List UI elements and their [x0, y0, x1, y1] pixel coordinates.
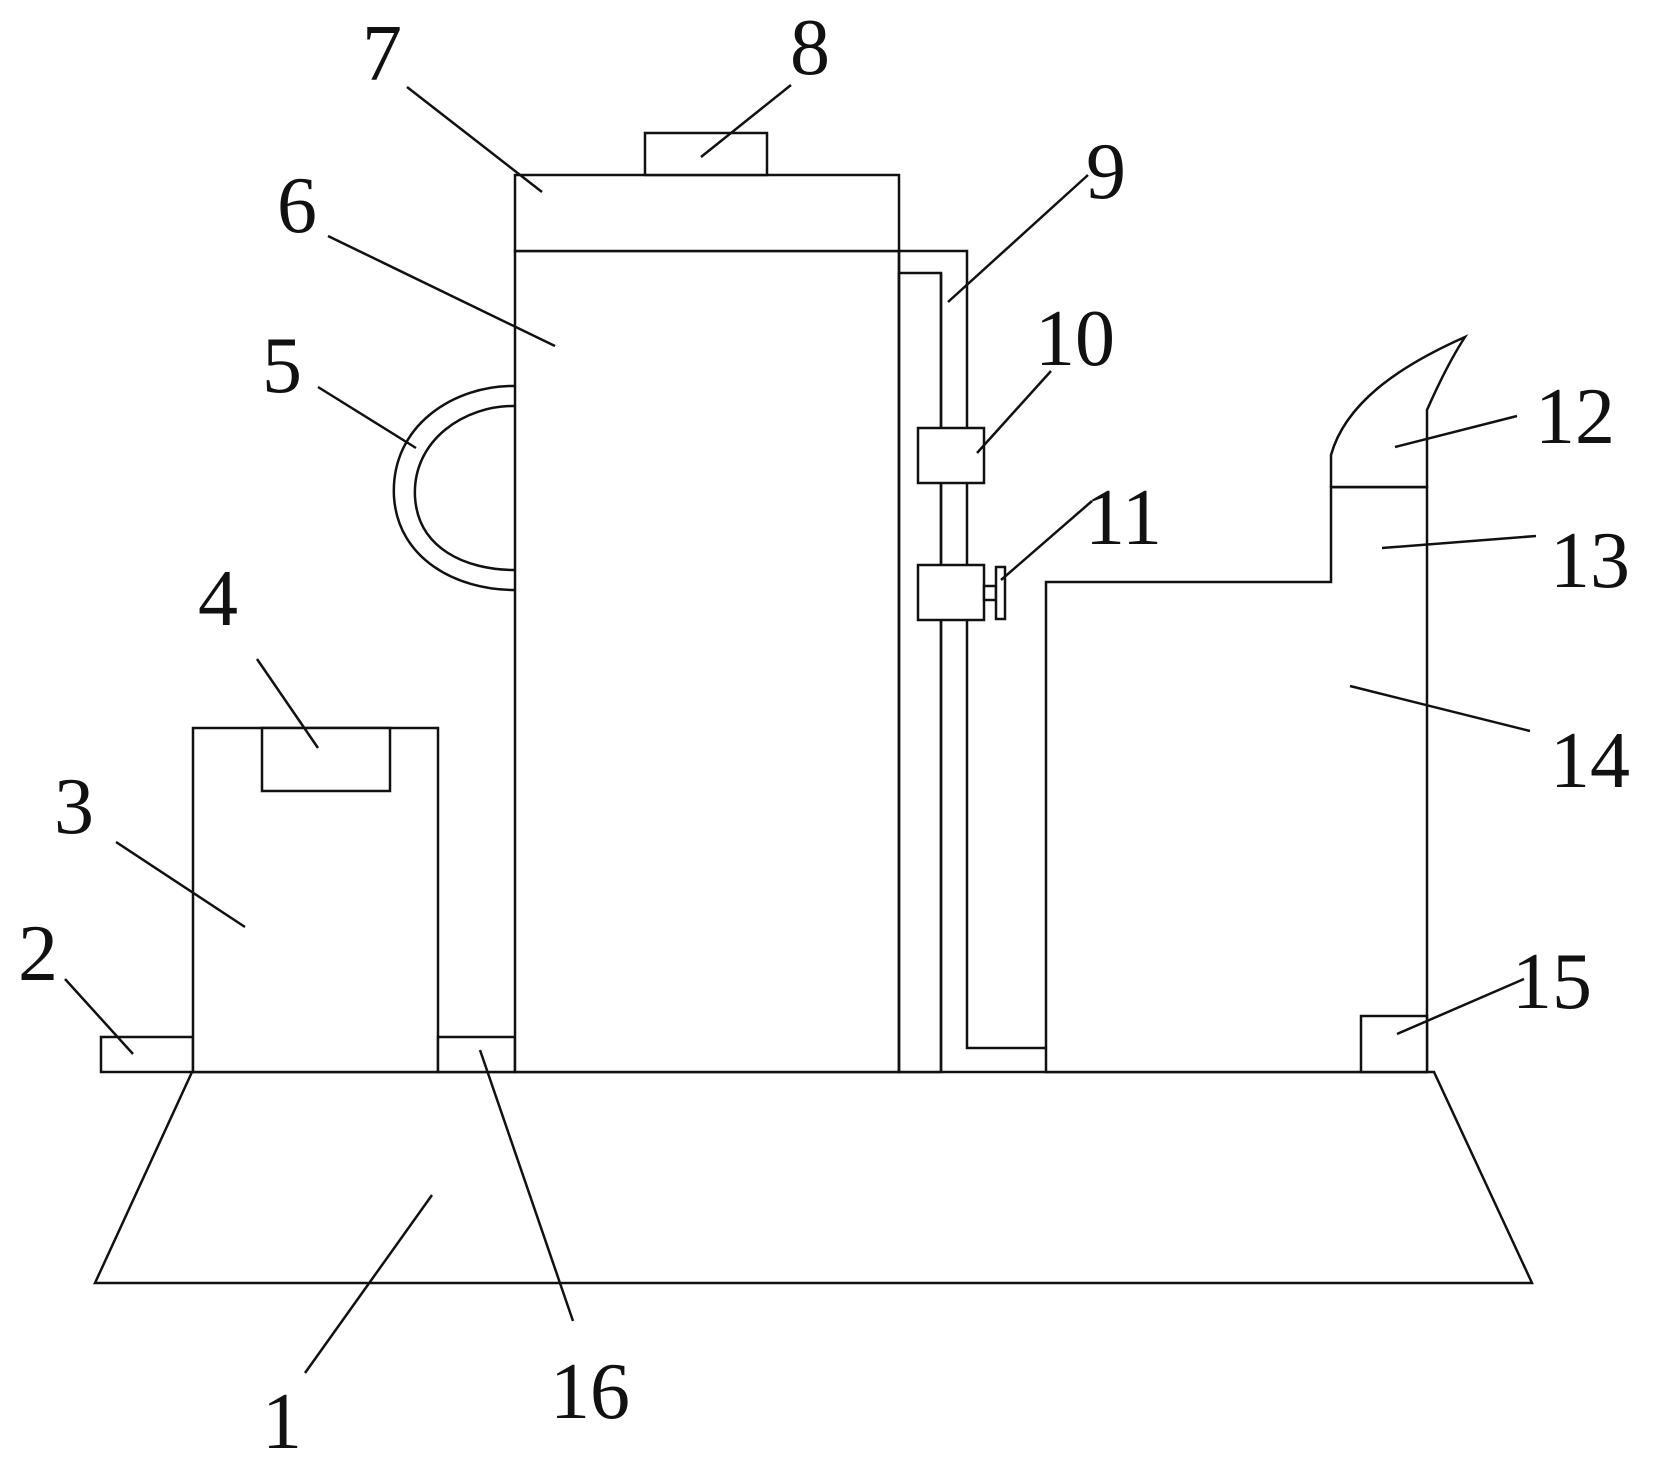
- label-9: 9: [1086, 128, 1126, 216]
- lid-part-7: [513, 173, 901, 253]
- handle-inner-line: [413, 404, 516, 572]
- label-7: 7: [362, 10, 402, 98]
- label-10: 10: [1035, 295, 1115, 383]
- leader-7: [406, 86, 543, 193]
- valve-part-11: [916, 563, 986, 622]
- leader-13: [1381, 534, 1537, 550]
- label-4: 4: [198, 555, 238, 643]
- label-2: 2: [18, 910, 58, 998]
- inner-plate: [897, 271, 943, 1074]
- leader-8: [700, 84, 792, 158]
- label-11: 11: [1085, 474, 1162, 562]
- base-part-1: [93, 1070, 1534, 1285]
- handle-part-5: [392, 384, 516, 592]
- leader-12: [1394, 414, 1518, 449]
- label-13: 13: [1550, 517, 1630, 605]
- leader-1: [303, 1194, 434, 1374]
- valve-knob-tab: [994, 565, 1007, 621]
- label-16: 16: [550, 1348, 630, 1436]
- label-3: 3: [54, 763, 94, 851]
- leader-16: [478, 1049, 575, 1322]
- label-5: 5: [262, 322, 302, 410]
- leader-4: [255, 658, 320, 749]
- label-6: 6: [277, 162, 317, 250]
- label-1: 1: [262, 1378, 302, 1459]
- label-14: 14: [1550, 717, 1630, 805]
- valve-knob: [982, 584, 998, 602]
- leader-6: [327, 234, 556, 348]
- spout-part-12: [1329, 334, 1469, 489]
- leader-9: [947, 174, 1089, 303]
- valve-part-10: [916, 426, 986, 485]
- leader-3: [115, 840, 246, 929]
- label-15: 15: [1512, 938, 1592, 1026]
- label-8: 8: [790, 4, 830, 92]
- leader-2: [64, 978, 134, 1055]
- label-12: 12: [1535, 373, 1615, 461]
- inset-part-4: [260, 726, 392, 793]
- tank-part-6: [513, 249, 901, 1074]
- pad-part-2: [99, 1035, 195, 1074]
- pad-part-16: [436, 1035, 517, 1074]
- leader-10: [976, 370, 1052, 454]
- leader-11: [1000, 500, 1093, 581]
- leader-5: [317, 385, 417, 450]
- pipe-part-9: [899, 249, 1046, 1050]
- tank-part-14: [1044, 485, 1429, 1074]
- leader-15: [1396, 977, 1525, 1036]
- leader-14: [1349, 684, 1531, 733]
